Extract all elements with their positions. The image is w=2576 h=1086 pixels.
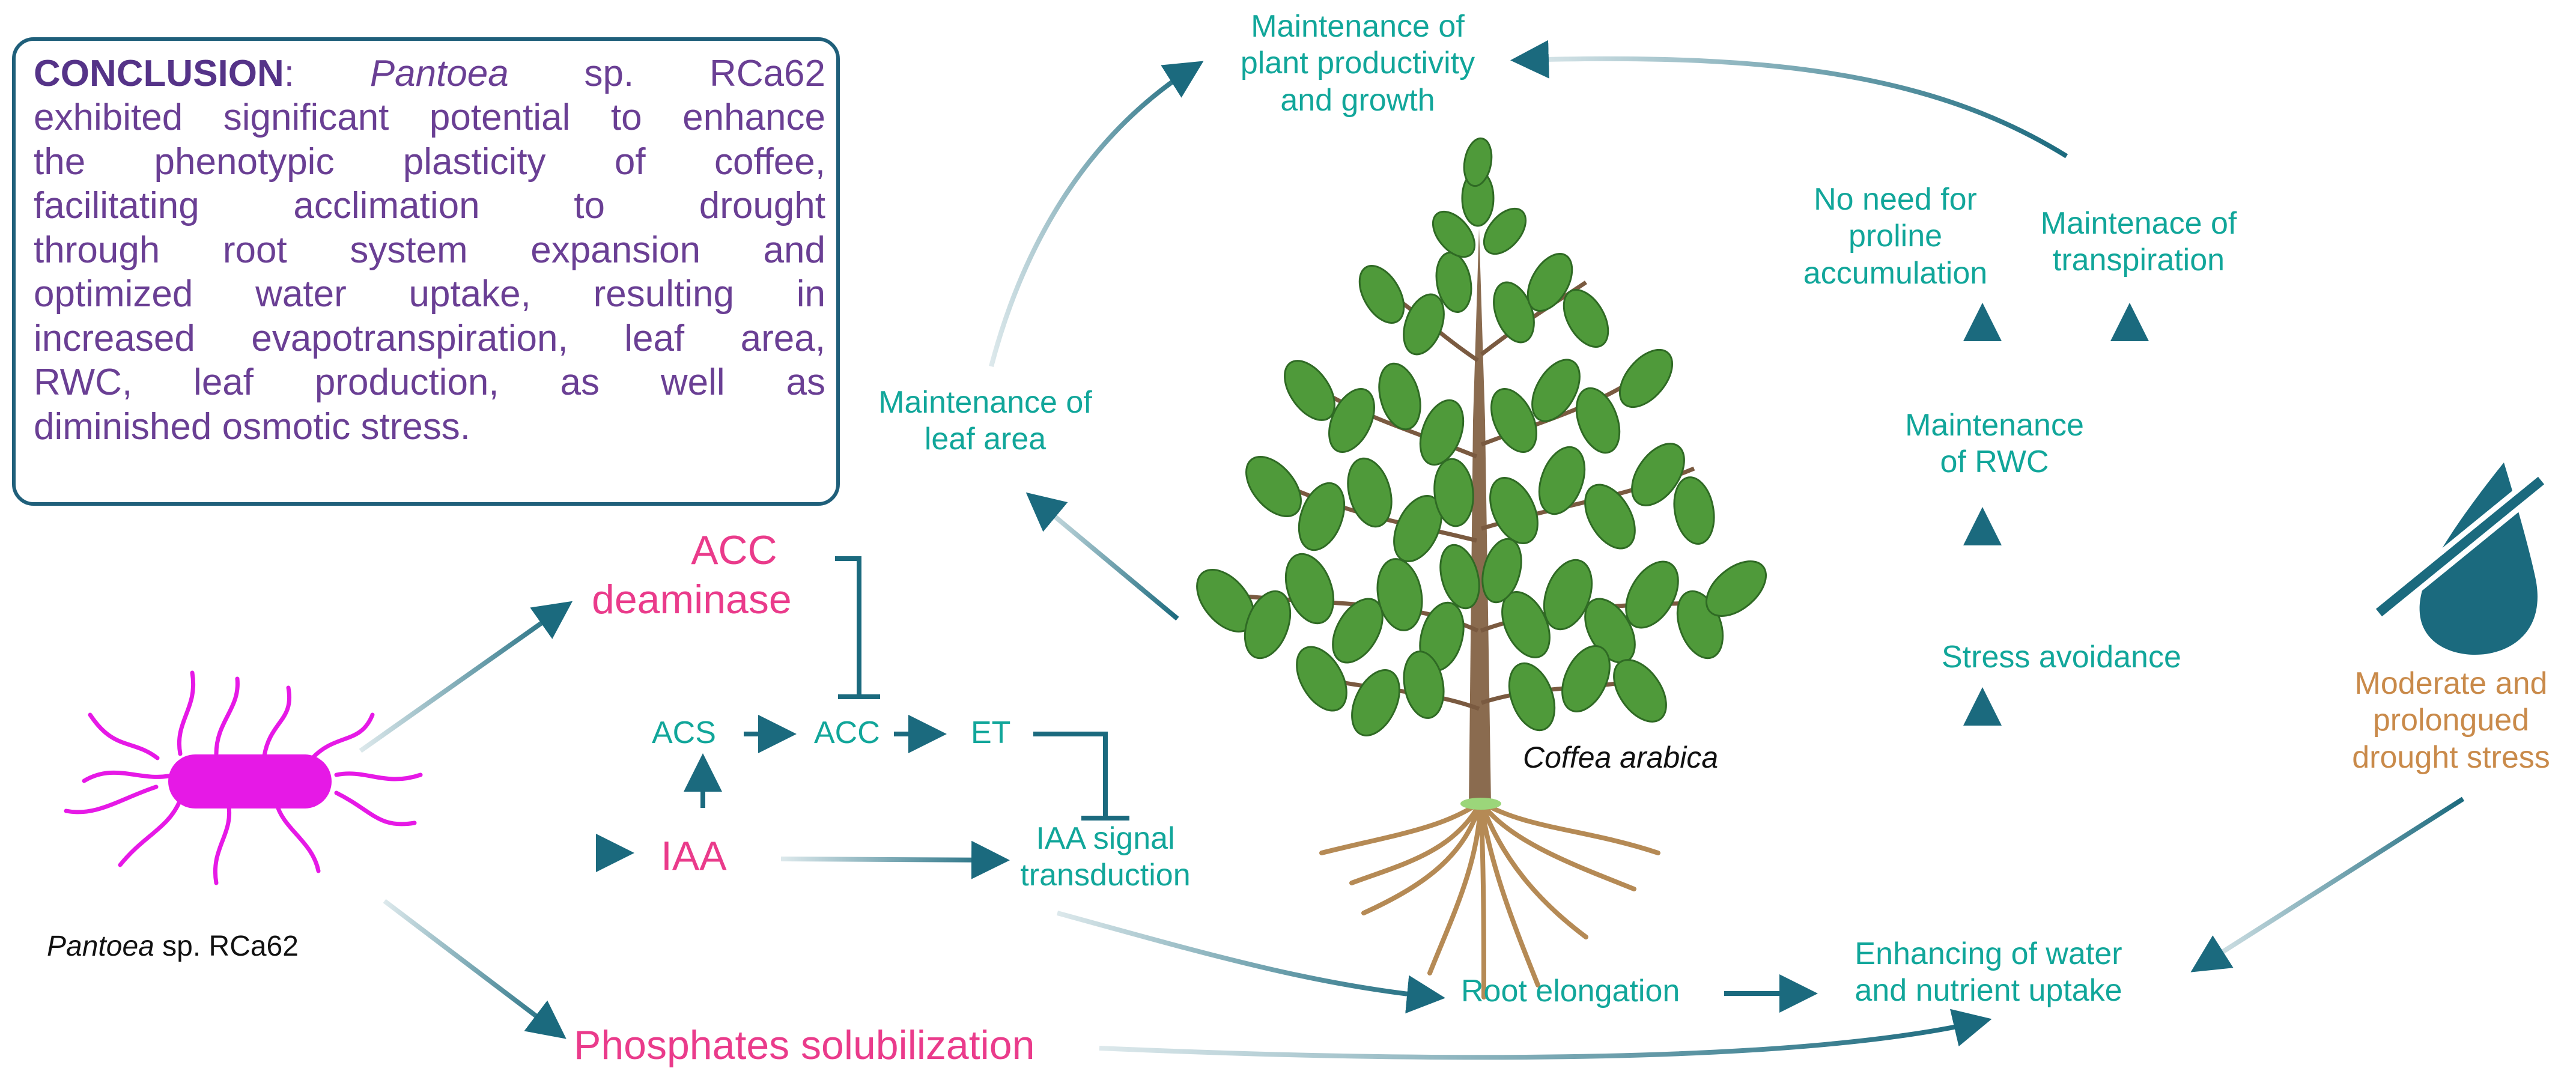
arrow-phosphates-to-uptake — [1099, 1009, 1992, 1060]
acc-deaminase-label-2: deaminase — [592, 575, 792, 623]
no-water-drop-icon — [2372, 463, 2548, 655]
leaf-area-line-2: leaf area — [924, 422, 1046, 457]
leaf-area-label: Maintenance of leaf area — [859, 384, 1111, 458]
conclusion-heading: CONCLUSION — [34, 53, 284, 94]
conclusion-genus: Pantoea — [369, 53, 509, 94]
coffee-plant-illustration — [1196, 137, 1767, 1000]
acs-label: ACS — [652, 715, 716, 750]
bacterium-icon — [64, 670, 423, 885]
conclusion-strain: sp. RCa62 — [508, 53, 826, 94]
arrow-bacterium-to-phosphates — [383, 899, 567, 1039]
arrow-transpiration-to-productivity — [1510, 40, 2068, 159]
arrow-iaa-to-signal — [780, 840, 1010, 879]
productivity-line-3: and growth — [1280, 82, 1435, 118]
conclusion-line-4: facilitating acclimation to drought — [34, 185, 825, 227]
conclusion-line-9: diminished osmotic stress. — [34, 405, 471, 447]
conclusion-box — [12, 37, 840, 506]
conclusion-line-6: optimized water uptake, resulting in — [34, 273, 825, 315]
rwc-line-2: of RWC — [1940, 444, 2049, 480]
stress-avoidance-label: Stress avoidance — [1942, 640, 2181, 675]
iaa-signal-line-2: transduction — [1020, 858, 1191, 893]
conclusion-line-3: the phenotypic plasticity of coffee, — [34, 141, 825, 183]
bacterium-strain: sp. RCa62 — [154, 930, 299, 962]
drought-line-1: Moderate and — [2354, 666, 2548, 701]
acc-deaminase-label: ACC — [662, 526, 806, 574]
iaa-signal-line-1: IAA signal — [1036, 821, 1175, 856]
uptake-line-1: Enhancing of water — [1855, 936, 2122, 971]
productivity-line-2: plant productivity — [1240, 46, 1475, 81]
transpiration-line-1: Maintenace of — [2040, 206, 2237, 241]
drought-line-2: prolongued — [2372, 703, 2530, 738]
arrow-signal-to-root — [1056, 911, 1445, 1014]
conclusion-text: CONCLUSION: Pantoea sp. RCa62 exhibited … — [34, 52, 825, 449]
acc-label: ACC — [814, 715, 880, 750]
rwc-label: Maintenance of RWC — [1904, 407, 2085, 481]
inhibit-et-to-signal — [1033, 732, 1108, 818]
transpiration-label: Maintenace of transpiration — [2019, 205, 2259, 279]
inhibit-deaminase-to-acc — [835, 556, 861, 697]
proline-line-1: No need for — [1814, 182, 1977, 217]
drought-label: Moderate and prolongued drought stress — [2331, 666, 2571, 776]
arrow-drought-to-uptake — [2190, 796, 2465, 972]
uptake-label: Enhancing of water and nutrient uptake — [1820, 936, 2157, 1010]
proline-line-2: proline — [1848, 219, 1943, 254]
rwc-line-1: Maintenance — [1905, 408, 2084, 443]
productivity-line-1: Maintenance of — [1251, 9, 1465, 44]
et-label: ET — [971, 715, 1011, 750]
bacterium-genus: Pantoea — [47, 930, 154, 962]
root-elongation-label: Root elongation — [1461, 974, 1680, 1009]
proline-label: No need for proline accumulation — [1775, 181, 2016, 292]
uptake-line-2: and nutrient uptake — [1855, 973, 2122, 1009]
productivity-label: Maintenance of plant productivity and gr… — [1208, 8, 1508, 119]
plant-species-label: Coffea arabica — [1523, 741, 1719, 774]
conclusion-line-8: RWC, leaf production, as well as — [34, 362, 825, 404]
bacterium-name: Pantoea sp. RCa62 — [47, 930, 299, 964]
acc-deaminase-line-2: deaminase — [592, 577, 792, 622]
leaf-area-line-1: Maintenance of — [878, 385, 1092, 420]
arrow-plant-to-leafarea — [1025, 492, 1179, 621]
conclusion-line-1: CONCLUSION: Pantoea sp. RCa62 — [34, 53, 826, 94]
phosphates-label: Phosphates solubilization — [574, 1022, 1035, 1068]
iaa-label: IAA — [661, 833, 727, 879]
conclusion-line-2: exhibited significant potential to enhan… — [34, 97, 825, 139]
conclusion-line-5: through root system expansion and — [34, 229, 825, 271]
proline-line-3: accumulation — [1803, 255, 1988, 291]
conclusion-line-7: increased evapotranspiration, leaf area, — [34, 317, 825, 359]
arrow-leafarea-to-productivity — [989, 61, 1204, 368]
arrow-bacterium-to-acc-deaminase — [359, 601, 573, 753]
drought-line-3: drought stress — [2352, 739, 2550, 775]
iaa-signal-label: IAA signal transduction — [1006, 821, 1204, 894]
acc-deaminase-line-1: ACC — [691, 527, 777, 573]
transpiration-line-2: transpiration — [2052, 243, 2225, 278]
